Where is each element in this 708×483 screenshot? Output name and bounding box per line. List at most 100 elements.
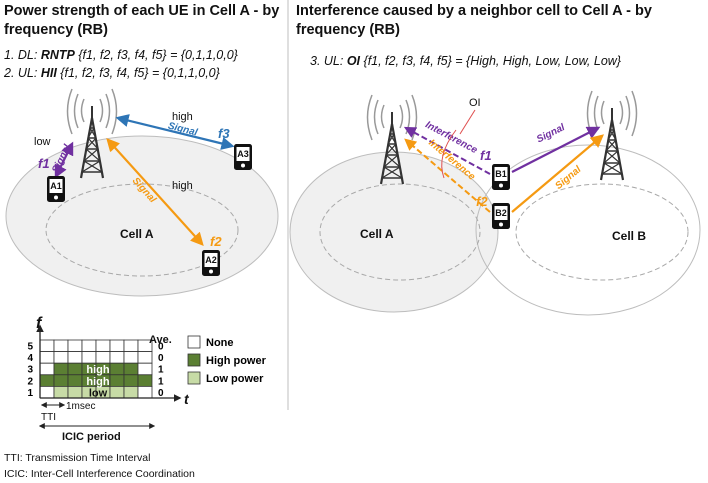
grid-cell	[53, 362, 69, 376]
grid-average-value: 0	[158, 342, 164, 353]
grid-cell	[81, 339, 97, 353]
signal-arrow-b1	[511, 126, 601, 173]
grid-cell	[67, 374, 83, 387]
cell-b-coverage	[475, 144, 701, 316]
grid-cell	[109, 362, 125, 376]
signal-arrow-b2	[511, 134, 605, 213]
grid-low-label-row1: low	[89, 387, 108, 399]
grid-cell	[109, 351, 125, 364]
signal-label-b1: Signal	[535, 122, 567, 146]
signal-arrow-a3	[115, 114, 235, 150]
ue-label-a2: A2	[205, 255, 217, 265]
left-title-line2: frequency (RB)	[4, 22, 108, 38]
grid-cell	[67, 351, 83, 364]
grid-cell	[53, 385, 69, 399]
grid-cell	[39, 362, 55, 376]
grid-cell	[67, 362, 83, 376]
grid-cell	[123, 362, 139, 376]
hii-label: HII	[40, 66, 57, 80]
cell-b-tower-icon	[586, 89, 638, 182]
grid-cell	[53, 339, 69, 353]
hii-prefix: 2. UL:	[4, 66, 41, 80]
right-title: Interference caused by a neighbor cell t…	[296, 2, 652, 40]
freq-label-a2: f2	[210, 234, 222, 249]
power-label-a2: high	[172, 180, 193, 192]
freq-label-a3: f3	[218, 126, 230, 141]
legend-swatch	[187, 371, 201, 385]
grid-row-label: 2	[27, 376, 33, 387]
right-title-line1: Interference caused by a neighbor cell t…	[296, 3, 652, 19]
oi-bracket	[441, 129, 457, 179]
oi-label: OI	[346, 54, 361, 68]
grid-cell	[39, 385, 55, 399]
grid-cell	[137, 385, 153, 399]
cell-a-right-coverage	[289, 151, 499, 313]
signal-arrow-a1	[54, 141, 74, 179]
grid-cell	[123, 339, 139, 353]
oi-prefix: 3. UL:	[310, 54, 347, 68]
oi-formula: 3. UL: OI {f1, f2, f3, f4, f5} = {High, …	[310, 54, 621, 68]
grid-cell	[53, 374, 69, 387]
tti-duration: 1msec	[66, 401, 95, 412]
grid-cell	[123, 351, 139, 364]
grid-cell	[95, 351, 111, 364]
signal-label-a3: Signal	[167, 121, 199, 139]
interference-arrow-b2	[404, 138, 491, 213]
interference-arrow-b1	[403, 126, 491, 175]
grid-average-value: 1	[158, 365, 164, 376]
left-title-line1: Power strength of each UE in Cell A - by	[4, 3, 280, 19]
grid-average-value: 1	[158, 376, 164, 387]
grid-cell	[109, 339, 125, 353]
rntp-prefix: 1. DL:	[4, 48, 41, 62]
signal-label-b2: Signal	[553, 164, 583, 192]
legend-swatch	[187, 335, 201, 349]
oi-pointer-line	[459, 109, 476, 135]
grid-cell	[109, 385, 125, 399]
grid-ave-header: Ave.	[149, 334, 172, 346]
grid-row-label: 5	[27, 342, 33, 353]
grid-row-label: 3	[27, 365, 33, 376]
legend-swatch	[187, 353, 201, 367]
cell-b-inner-zone	[515, 183, 689, 281]
grid-cell	[39, 339, 55, 353]
grid-average-value: 0	[158, 388, 164, 399]
footnote-tti: TTI: Transmission Time Interval	[4, 452, 151, 464]
ue-label-b1: B1	[495, 169, 507, 179]
hii-set: {f1, f2, f3, f4, f5} = {0,1,1,0,0}	[60, 66, 220, 80]
power-label-a1: low	[34, 136, 51, 148]
grid-cell	[53, 351, 69, 364]
rntp-label: RNTP	[40, 48, 75, 62]
freq-label-a1: f1	[38, 156, 50, 171]
cell-a-right-inner-zone	[319, 183, 481, 281]
grid-cell	[137, 351, 153, 364]
grid-axis-t: t	[184, 391, 190, 407]
power-label-a3: high	[172, 111, 193, 123]
rntp-formula: 1. DL: RNTP {f1, f2, f3, f4, f5} = {0,1,…	[4, 48, 238, 62]
oi-set: {f1, f2, f3, f4, f5} = {High, High, Low,…	[363, 54, 621, 68]
ue-label-b2: B2	[495, 208, 507, 218]
grid-cell	[39, 351, 55, 364]
ue-label-a3: A3	[237, 149, 249, 159]
grid-cell	[109, 374, 125, 387]
signal-arrow-a2	[106, 138, 204, 246]
grid-high-label-row2: high	[86, 376, 109, 388]
grid-cell	[81, 351, 97, 364]
legend-label: High power	[206, 355, 267, 367]
grid-cell	[137, 374, 153, 387]
grid-row-label: 4	[27, 353, 33, 364]
right-title-line2: frequency (RB)	[296, 22, 400, 38]
grid-axis-f: f	[36, 315, 43, 332]
grid-cell	[67, 385, 83, 399]
oi-marker-label: OI	[469, 97, 481, 109]
legend-label: None	[206, 337, 234, 349]
tti-label: TTI	[41, 412, 56, 423]
grid-row-label: 1	[27, 388, 33, 399]
left-title: Power strength of each UE in Cell A - by…	[4, 2, 279, 40]
freq-label-b2: f2	[476, 194, 488, 209]
grid-high-label-row3: high	[86, 364, 109, 376]
hii-formula: 2. UL: HII {f1, f2, f3, f4, f5} = {0,1,1…	[4, 66, 220, 80]
grid-cell	[137, 362, 153, 376]
